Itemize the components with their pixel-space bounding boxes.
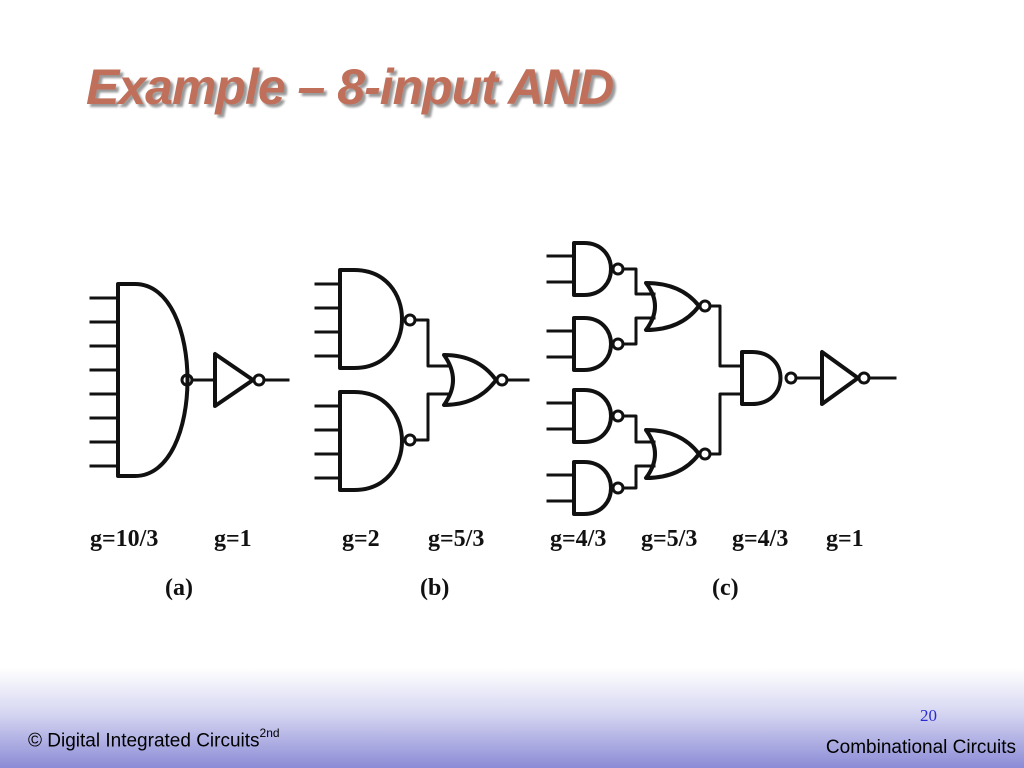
footer-chapter: Combinational Circuits: [825, 737, 1016, 758]
diagram-a: [89, 282, 290, 478]
footer-edition: 2nd: [259, 726, 280, 740]
g-label-b-1: g=2: [342, 526, 380, 552]
footer-band: [0, 668, 1024, 768]
nand4-bottom-b: [338, 390, 404, 492]
nand2-4-c: [572, 460, 613, 516]
g-label-a-1: g=10/3: [90, 526, 159, 552]
g-label-c-1: g=4/3: [550, 526, 607, 552]
caption-a: (a): [165, 575, 193, 601]
caption-b: (b): [420, 575, 450, 601]
nand4-top-b: [338, 268, 404, 370]
inverter-a: [213, 352, 255, 408]
nand2-1-c: [572, 241, 613, 297]
g-label-c-3: g=4/3: [732, 526, 789, 552]
nor-top-c: [644, 281, 701, 332]
slide-title: Example – 8-input AND: [86, 59, 614, 115]
diagram-c: [546, 241, 897, 516]
nor-bottom-c: [644, 428, 701, 480]
g-label-c-2: g=5/3: [641, 526, 698, 552]
g-label-a-2: g=1: [214, 526, 252, 552]
nor-gate-b: [442, 353, 498, 407]
caption-c: (c): [712, 575, 739, 601]
diagram-b: [314, 268, 530, 492]
inverter-c: [820, 350, 860, 406]
nand2-3-c: [572, 388, 613, 444]
nand8-inputs-a: [89, 296, 120, 468]
nand8-gate-a: [116, 282, 190, 478]
page-number: 20: [920, 706, 937, 725]
g-label-c-4: g=1: [826, 526, 864, 552]
nand2-final-c: [740, 350, 783, 406]
nand2-2-c: [572, 316, 613, 372]
footer-course-title: © Digital Integrated Circuits: [28, 730, 260, 752]
g-label-b-2: g=5/3: [428, 526, 485, 552]
footer-copyright: © Digital Integrated Circuits2nd: [28, 726, 280, 752]
